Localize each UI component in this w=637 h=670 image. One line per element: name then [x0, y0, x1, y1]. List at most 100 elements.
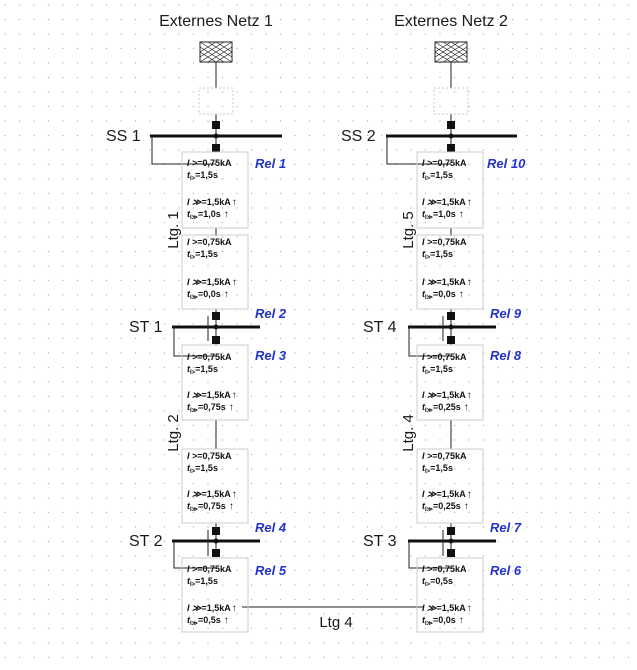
- busbar-label-st2: ST 2: [129, 533, 163, 550]
- protection-setting: I ≫=1,5kA↑tI≫=0,75s↑: [187, 489, 237, 513]
- pickup-current: I ≫=1,5kA↑: [422, 277, 472, 288]
- protection-settings: I >=0,75kA tI>=1,5s I >=0,75kA tI>=1,5s I ≫=…: [187, 158, 472, 627]
- breaker-icon[interactable]: [212, 549, 220, 557]
- trip-time: tI>=1,5s: [187, 576, 218, 588]
- switch-box: [433, 87, 469, 115]
- busbar-branches: [151, 136, 451, 569]
- protection-setting: I ≫=1,5kA↑tI≫=0,0s↑: [187, 277, 237, 301]
- pickup-current: I >=0,75kA: [187, 451, 232, 461]
- pickup-current: I ≫=1,5kA↑: [422, 603, 472, 614]
- breaker-icon[interactable]: [447, 121, 455, 129]
- trip-time: tI≫=0,25s↑: [422, 501, 469, 513]
- trip-time: tI>=1,5s: [422, 364, 453, 376]
- protection-setting: I >=0,75kA tI>=1,5s: [187, 237, 232, 261]
- pickup-current: I ≫=1,5kA↑: [187, 197, 237, 208]
- busbar-label-ss1: SS 1: [106, 128, 141, 145]
- line-label-ltg2: Ltg. 2: [165, 414, 182, 452]
- pickup-current: I >=0,75kA: [422, 352, 467, 362]
- breaker-icon[interactable]: [447, 312, 455, 320]
- trip-time: tI>=1,5s: [187, 364, 218, 376]
- trip-time: tI>=1,5s: [187, 463, 218, 475]
- protection-setting: I ≫=1,5kA↑tI≫=0,25s↑: [422, 390, 472, 414]
- relay-label[interactable]: Rel 3: [255, 348, 287, 363]
- protection-setting: I ≫=1,5kA↑tI≫=0,75s↑: [187, 390, 237, 414]
- pickup-current: I ≫=1,5kA↑: [422, 197, 472, 208]
- trip-time: tI>=0,5s: [422, 576, 453, 588]
- pickup-current: I >=0,75kA: [422, 158, 467, 168]
- breaker-icon[interactable]: [447, 144, 455, 152]
- busbar-label-st1: ST 1: [129, 319, 163, 336]
- breaker-icon[interactable]: [212, 336, 220, 344]
- line-label-ltg1: Ltg. 1: [165, 211, 182, 249]
- trip-time: tI≫=1,0s↑: [422, 209, 464, 221]
- protection-setting: I ≫=1,5kA↑tI≫=0,25s↑: [422, 489, 472, 513]
- relay-label[interactable]: Rel 2: [255, 306, 287, 321]
- protection-setting: I >=0,75kA tI>=1,5s: [187, 352, 232, 376]
- pickup-current: I ≫=1,5kA↑: [187, 489, 237, 500]
- protection-setting: I >=0,75kA tI>=0,5s: [422, 564, 467, 588]
- grid-label-1: Externes Netz 1: [159, 13, 273, 30]
- protection-setting: I ≫=1,5kA↑tI≫=0,0s↑: [422, 277, 472, 301]
- pickup-current: I ≫=1,5kA↑: [187, 603, 237, 614]
- grid-label-2: Externes Netz 2: [394, 13, 508, 30]
- breaker-markers: [212, 121, 455, 557]
- pickup-current: I >=0,75kA: [422, 451, 467, 461]
- protection-setting: I >=0,75kA tI>=1,5s: [422, 352, 467, 376]
- protection-setting: I >=0,75kA tI>=1,5s: [187, 564, 232, 588]
- trip-time: tI≫=0,0s↑: [187, 289, 229, 301]
- busbar-label-ss2: SS 2: [341, 128, 376, 145]
- protection-setting: I >=0,75kA tI>=1,5s: [187, 451, 232, 475]
- trip-time: tI≫=0,0s↑: [422, 615, 464, 627]
- relay-label[interactable]: Rel 7: [490, 520, 522, 535]
- line-label-ltg5: Ltg. 5: [400, 211, 417, 249]
- external-grid-icon[interactable]: [199, 41, 233, 63]
- relay-label[interactable]: Rel 5: [255, 563, 287, 578]
- pickup-current: I ≫=1,5kA↑: [422, 390, 472, 401]
- relay-label[interactable]: Rel 4: [255, 520, 287, 535]
- trip-time: tI≫=0,25s↑: [422, 402, 469, 414]
- breaker-icon[interactable]: [212, 312, 220, 320]
- protection-setting: I ≫=1,5kA↑tI≫=0,5s↑: [187, 603, 237, 627]
- protection-setting: I >=0,75kA tI>=1,5s: [422, 451, 467, 475]
- protection-setting: I ≫=1,5kA↑tI≫=0,0s↑: [422, 603, 472, 627]
- pickup-current: I >=0,75kA: [187, 237, 232, 247]
- pickup-current: I ≫=1,5kA↑: [187, 277, 237, 288]
- trip-time: tI>=1,5s: [187, 249, 218, 261]
- pickup-current: I >=0,75kA: [187, 564, 232, 574]
- relay-label[interactable]: Rel 8: [490, 348, 522, 363]
- pickup-current: I ≫=1,5kA↑: [422, 489, 472, 500]
- busbar-label-st4: ST 4: [363, 319, 397, 336]
- trip-time: tI≫=0,0s↑: [422, 289, 464, 301]
- pickup-current: I >=0,75kA: [422, 564, 467, 574]
- breaker-icon[interactable]: [447, 549, 455, 557]
- breaker-icon[interactable]: [447, 336, 455, 344]
- pickup-current: I >=0,75kA: [187, 352, 232, 362]
- line-label-ltg4: Ltg 4: [319, 614, 352, 631]
- breaker-icon[interactable]: [212, 144, 220, 152]
- pickup-current: I >=0,75kA: [422, 237, 467, 247]
- relay-label[interactable]: Rel 1: [255, 156, 286, 171]
- breaker-icon[interactable]: [447, 527, 455, 535]
- pickup-current: I ≫=1,5kA↑: [187, 390, 237, 401]
- trip-time: tI≫=0,5s↑: [187, 615, 229, 627]
- line-label-ltg4-vertical: Ltg. 4: [400, 414, 417, 452]
- protection-setting: I >=0,75kA tI>=1,5s: [422, 237, 467, 261]
- relay-label[interactable]: Rel 6: [490, 563, 522, 578]
- trip-time: tI>=1,5s: [422, 463, 453, 475]
- external-grid-icon[interactable]: [434, 41, 468, 63]
- trip-time: tI>=1,5s: [422, 249, 453, 261]
- trip-time: tI≫=0,75s↑: [187, 402, 234, 414]
- relay-label[interactable]: Rel 9: [490, 306, 522, 321]
- breaker-icon[interactable]: [212, 527, 220, 535]
- relay-label[interactable]: Rel 10: [487, 156, 526, 171]
- protection-setting: I ≫=1,5kA↑tI≫=1,0s↑: [422, 197, 472, 221]
- relay-boxes: [181, 151, 484, 633]
- trip-time: tI≫=1,0s↑: [187, 209, 229, 221]
- protection-setting: I >=0,75kA tI>=1,5s: [422, 158, 467, 182]
- trip-time: tI>=1,5s: [422, 170, 453, 182]
- protection-setting: I ≫=1,5kA↑tI≫=1,0s↑: [187, 197, 237, 221]
- breaker-icon[interactable]: [212, 121, 220, 129]
- busbar-label-st3: ST 3: [363, 533, 397, 550]
